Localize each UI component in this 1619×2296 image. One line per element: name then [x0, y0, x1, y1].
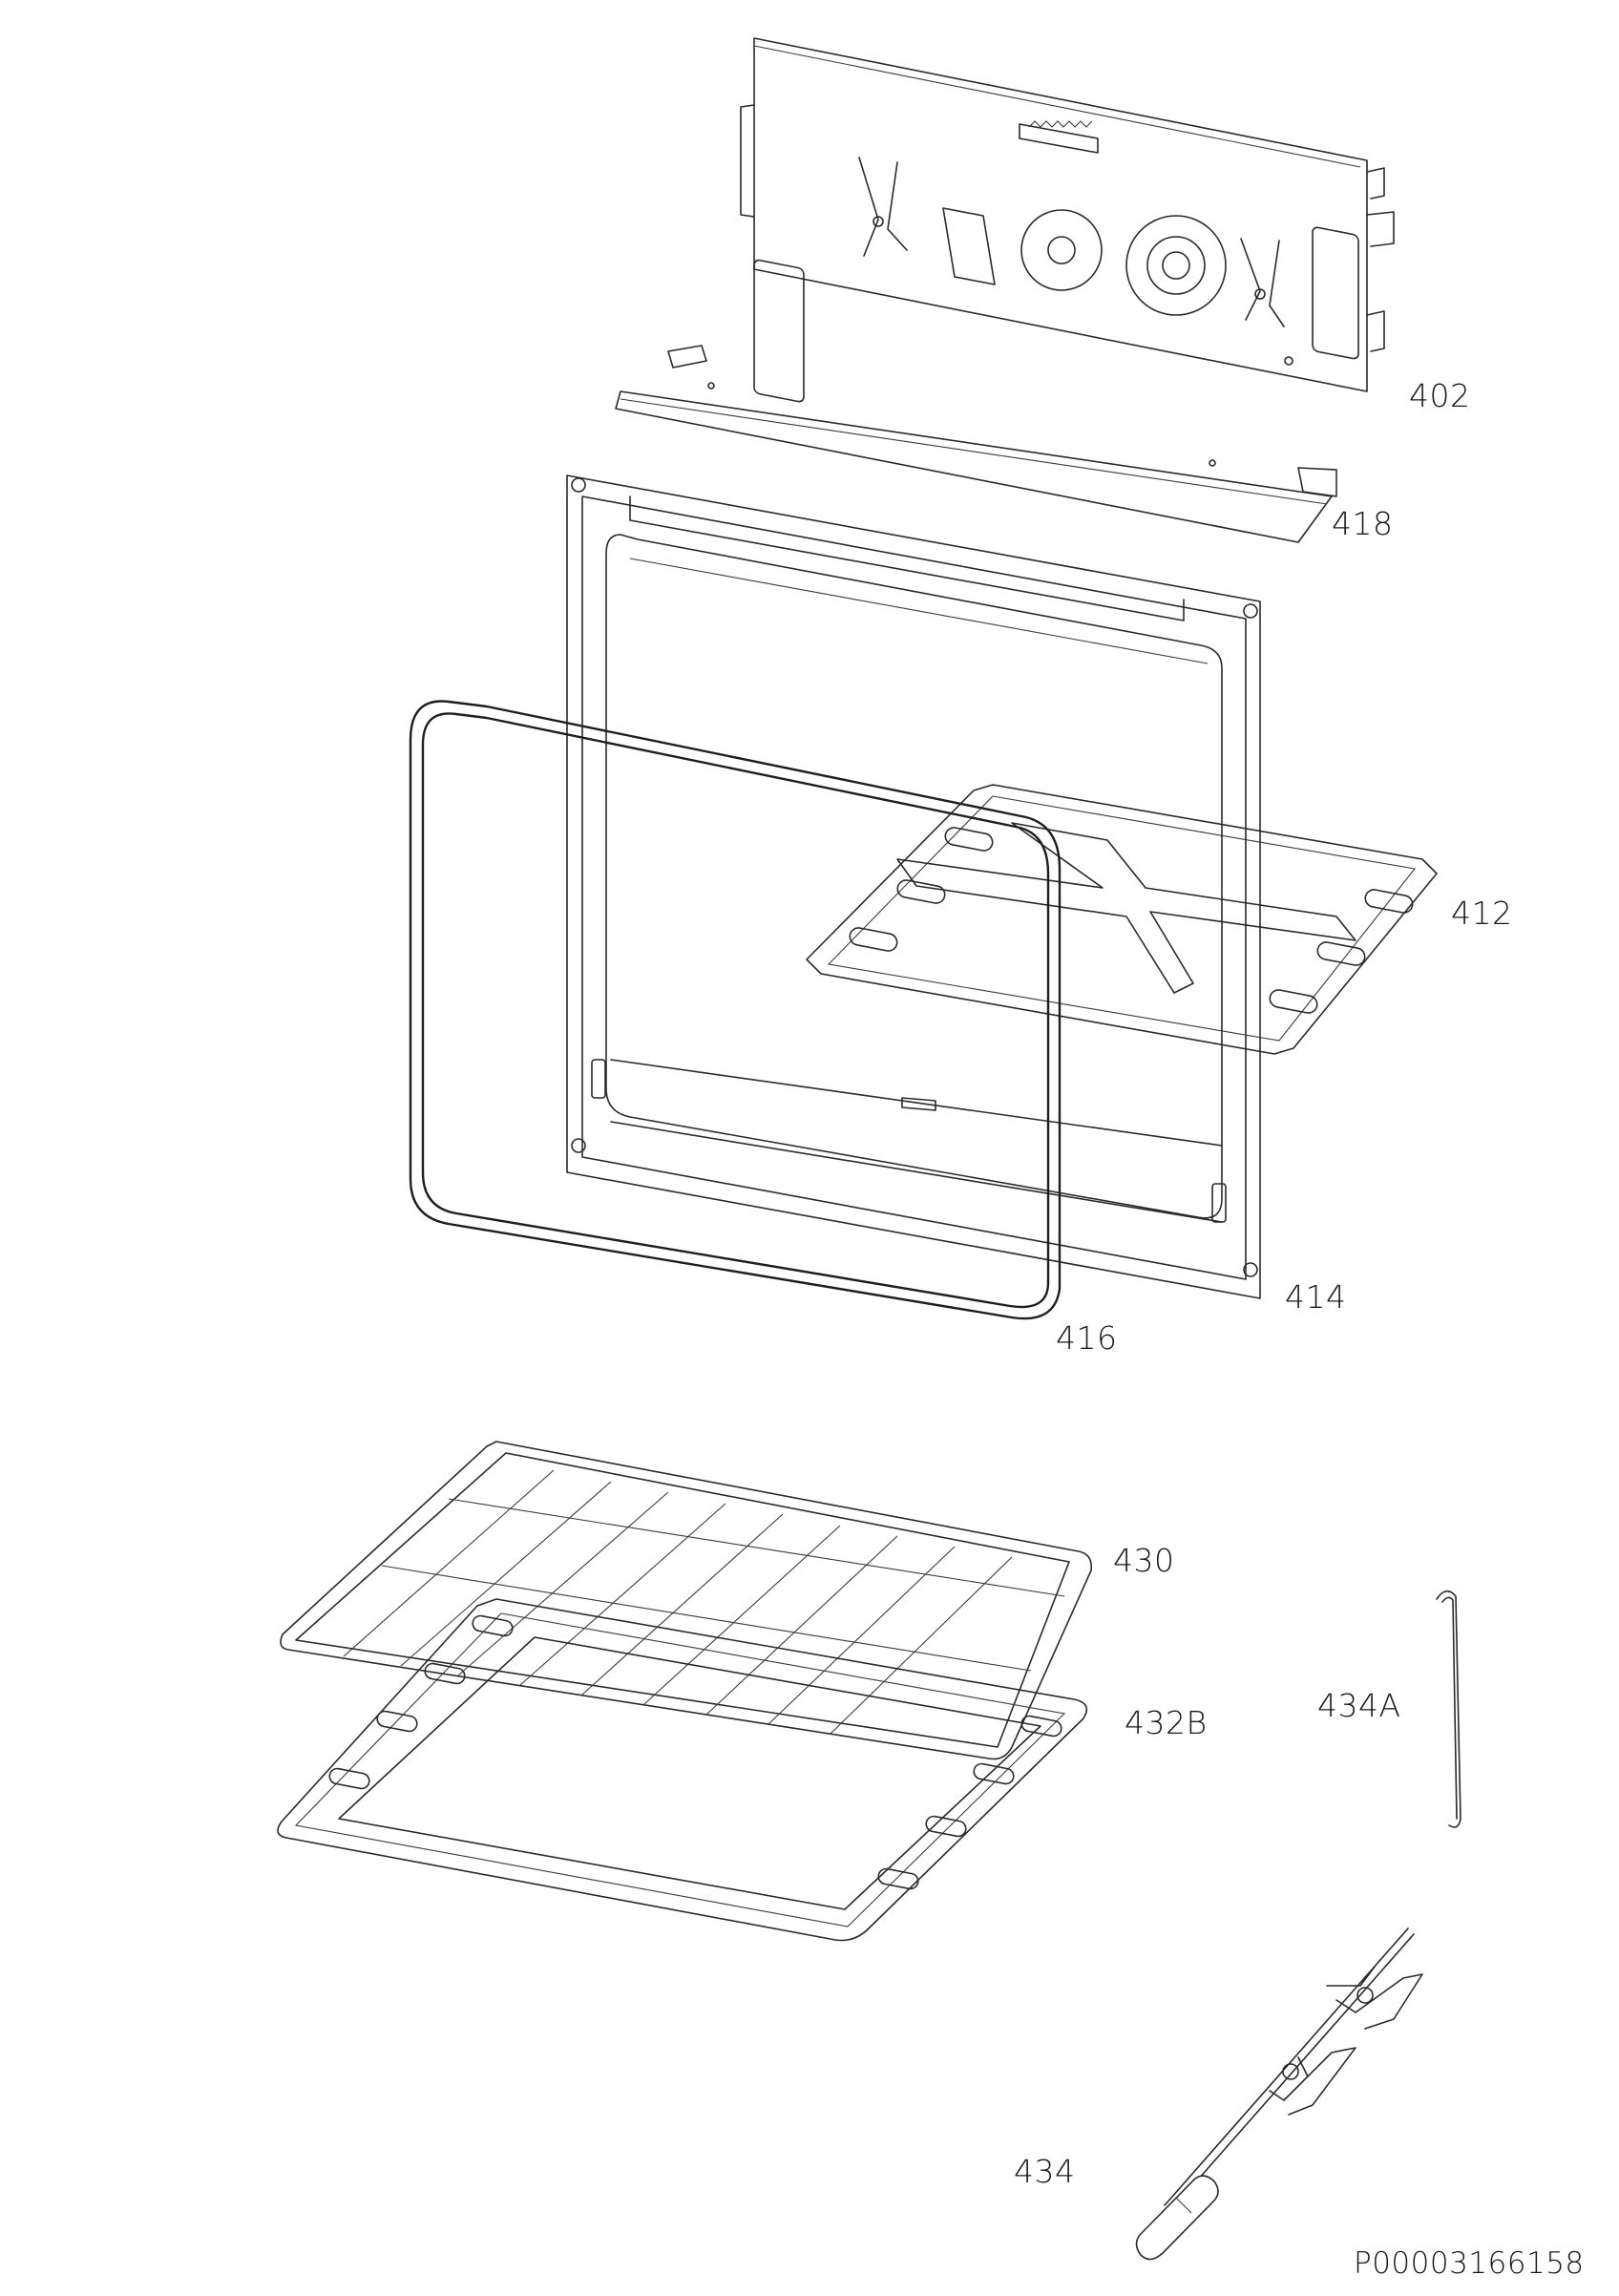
cavity-front-frame-drawing [566, 474, 1261, 1299]
label-416: 416 [1056, 1319, 1118, 1357]
label-430: 430 [1113, 1542, 1175, 1579]
rotisserie-spit-drawing [1135, 1927, 1423, 2261]
label-412: 412 [1451, 895, 1513, 932]
top-deflector-drawing [615, 345, 1337, 543]
door-gasket-drawing [409, 700, 1062, 1320]
label-432b: 432B [1125, 1704, 1208, 1741]
label-414: 414 [1285, 1278, 1347, 1316]
heat-shield-drawing [806, 784, 1438, 1055]
label-434a: 434A [1317, 1687, 1401, 1724]
label-418: 418 [1332, 505, 1394, 542]
document-id: P00003166158 [1354, 2246, 1585, 2281]
label-402: 402 [1409, 377, 1471, 414]
label-434: 434 [1014, 2153, 1076, 2190]
rotisserie-hook-drawing [1436, 1590, 1461, 1828]
wire-rack-drawing [280, 1441, 1093, 1760]
back-panel-drawing [740, 37, 1395, 403]
baking-tray-drawing [277, 1598, 1088, 1942]
